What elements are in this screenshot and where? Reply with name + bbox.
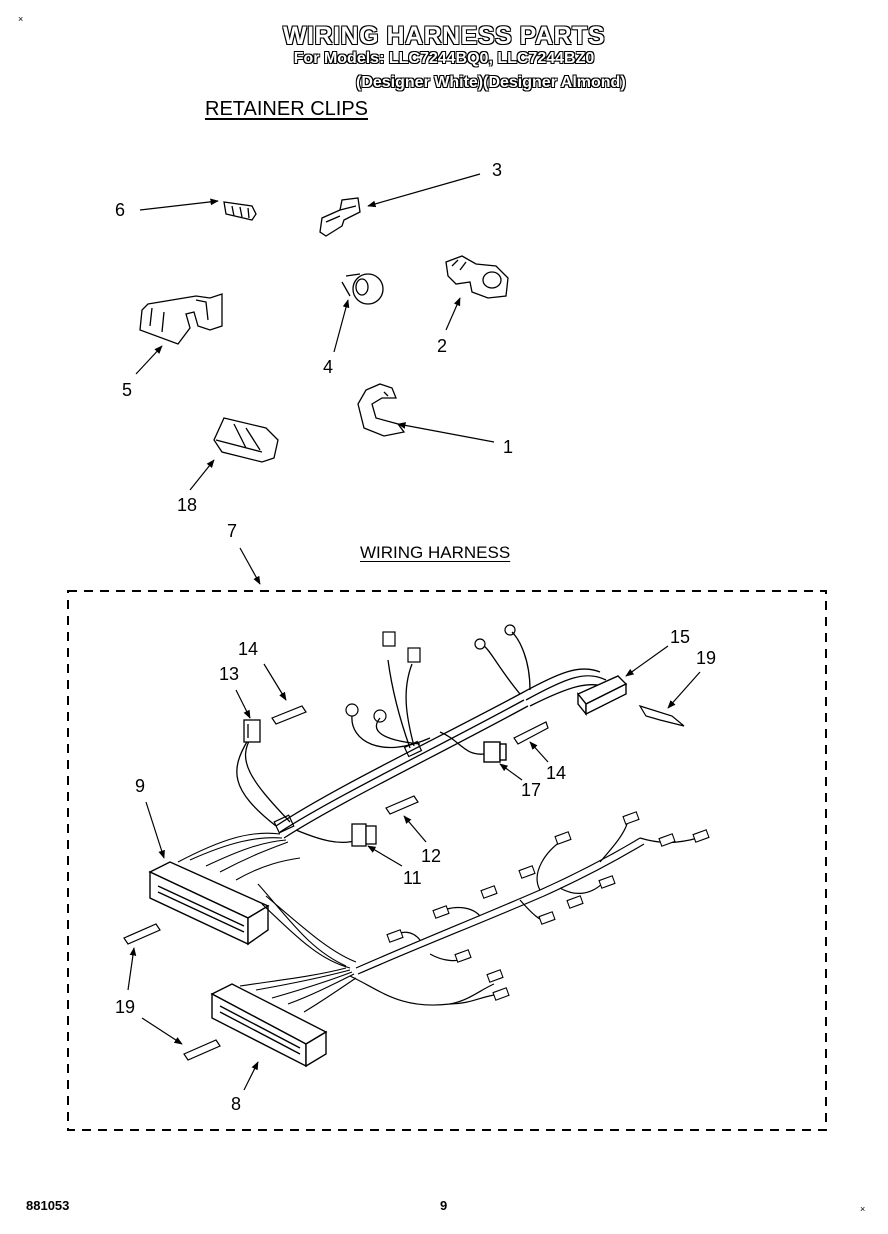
callout-4: 4 <box>323 357 334 377</box>
clip-5-icon <box>139 293 223 345</box>
callout-13: 13 <box>219 664 240 684</box>
connector-17-icon <box>483 741 507 763</box>
clip-3-icon <box>319 197 361 237</box>
callout-2: 2 <box>437 336 448 356</box>
clip-4-icon <box>341 273 384 305</box>
corner-mark-bottom-right: × <box>860 1204 866 1214</box>
callout-7: 7 <box>227 521 238 541</box>
clip-6-icon <box>223 201 257 221</box>
page-number: 9 <box>440 1198 448 1213</box>
document-number: 881053 <box>26 1198 70 1213</box>
connector-11-icon <box>351 823 377 847</box>
terminal-19-icon <box>638 704 685 727</box>
callout-8: 8 <box>231 1094 242 1114</box>
callout-19-left: 19 <box>115 997 136 1017</box>
callout-14-lower: 14 <box>546 763 567 783</box>
corner-mark-top-left: × <box>18 14 24 24</box>
variants-line: (Designer White)(Designer Almond) <box>356 74 626 91</box>
terminal-19b-icon <box>123 923 161 945</box>
callout-12: 12 <box>421 846 442 866</box>
wiring-harness-heading: WIRING HARNESS <box>360 543 511 562</box>
models-line: For Models: LLC7244BQ0, LLC7244BZ0 <box>293 50 595 67</box>
lower-harness-branch <box>349 819 699 1006</box>
clip-18-icon <box>213 417 279 463</box>
page-title: WIRING HARNESS PARTS <box>282 22 606 50</box>
harness-terminals <box>273 624 516 834</box>
connector-wires <box>177 832 357 1013</box>
callout-19-right: 19 <box>696 648 717 668</box>
terminal-14-icon <box>271 705 307 725</box>
callout-18: 18 <box>177 495 198 515</box>
retainer-clips-heading: RETAINER CLIPS <box>205 98 368 120</box>
callout-1: 1 <box>503 437 514 457</box>
callout-17: 17 <box>521 780 542 800</box>
lower-terminals <box>386 811 710 1001</box>
callout-5: 5 <box>122 380 133 400</box>
clip-2-icon <box>445 255 509 299</box>
callout-3: 3 <box>492 160 503 180</box>
harness-main-trunk <box>236 631 611 843</box>
callout-14-upper: 14 <box>238 639 259 659</box>
harness-boundary <box>67 590 827 1131</box>
callout-11: 11 <box>403 868 422 888</box>
terminal-12-icon <box>385 795 419 815</box>
callout-15: 15 <box>670 627 691 647</box>
connector-9-icon <box>148 861 270 946</box>
connector-13-icon <box>243 719 261 743</box>
terminal-14b-icon <box>513 721 549 745</box>
callout-6: 6 <box>115 200 126 220</box>
connector-8-icon <box>210 983 328 1068</box>
connector-15-icon <box>576 675 628 716</box>
terminal-19c-icon <box>183 1039 221 1061</box>
callout-9: 9 <box>135 776 146 796</box>
clip-1-icon <box>357 383 406 437</box>
